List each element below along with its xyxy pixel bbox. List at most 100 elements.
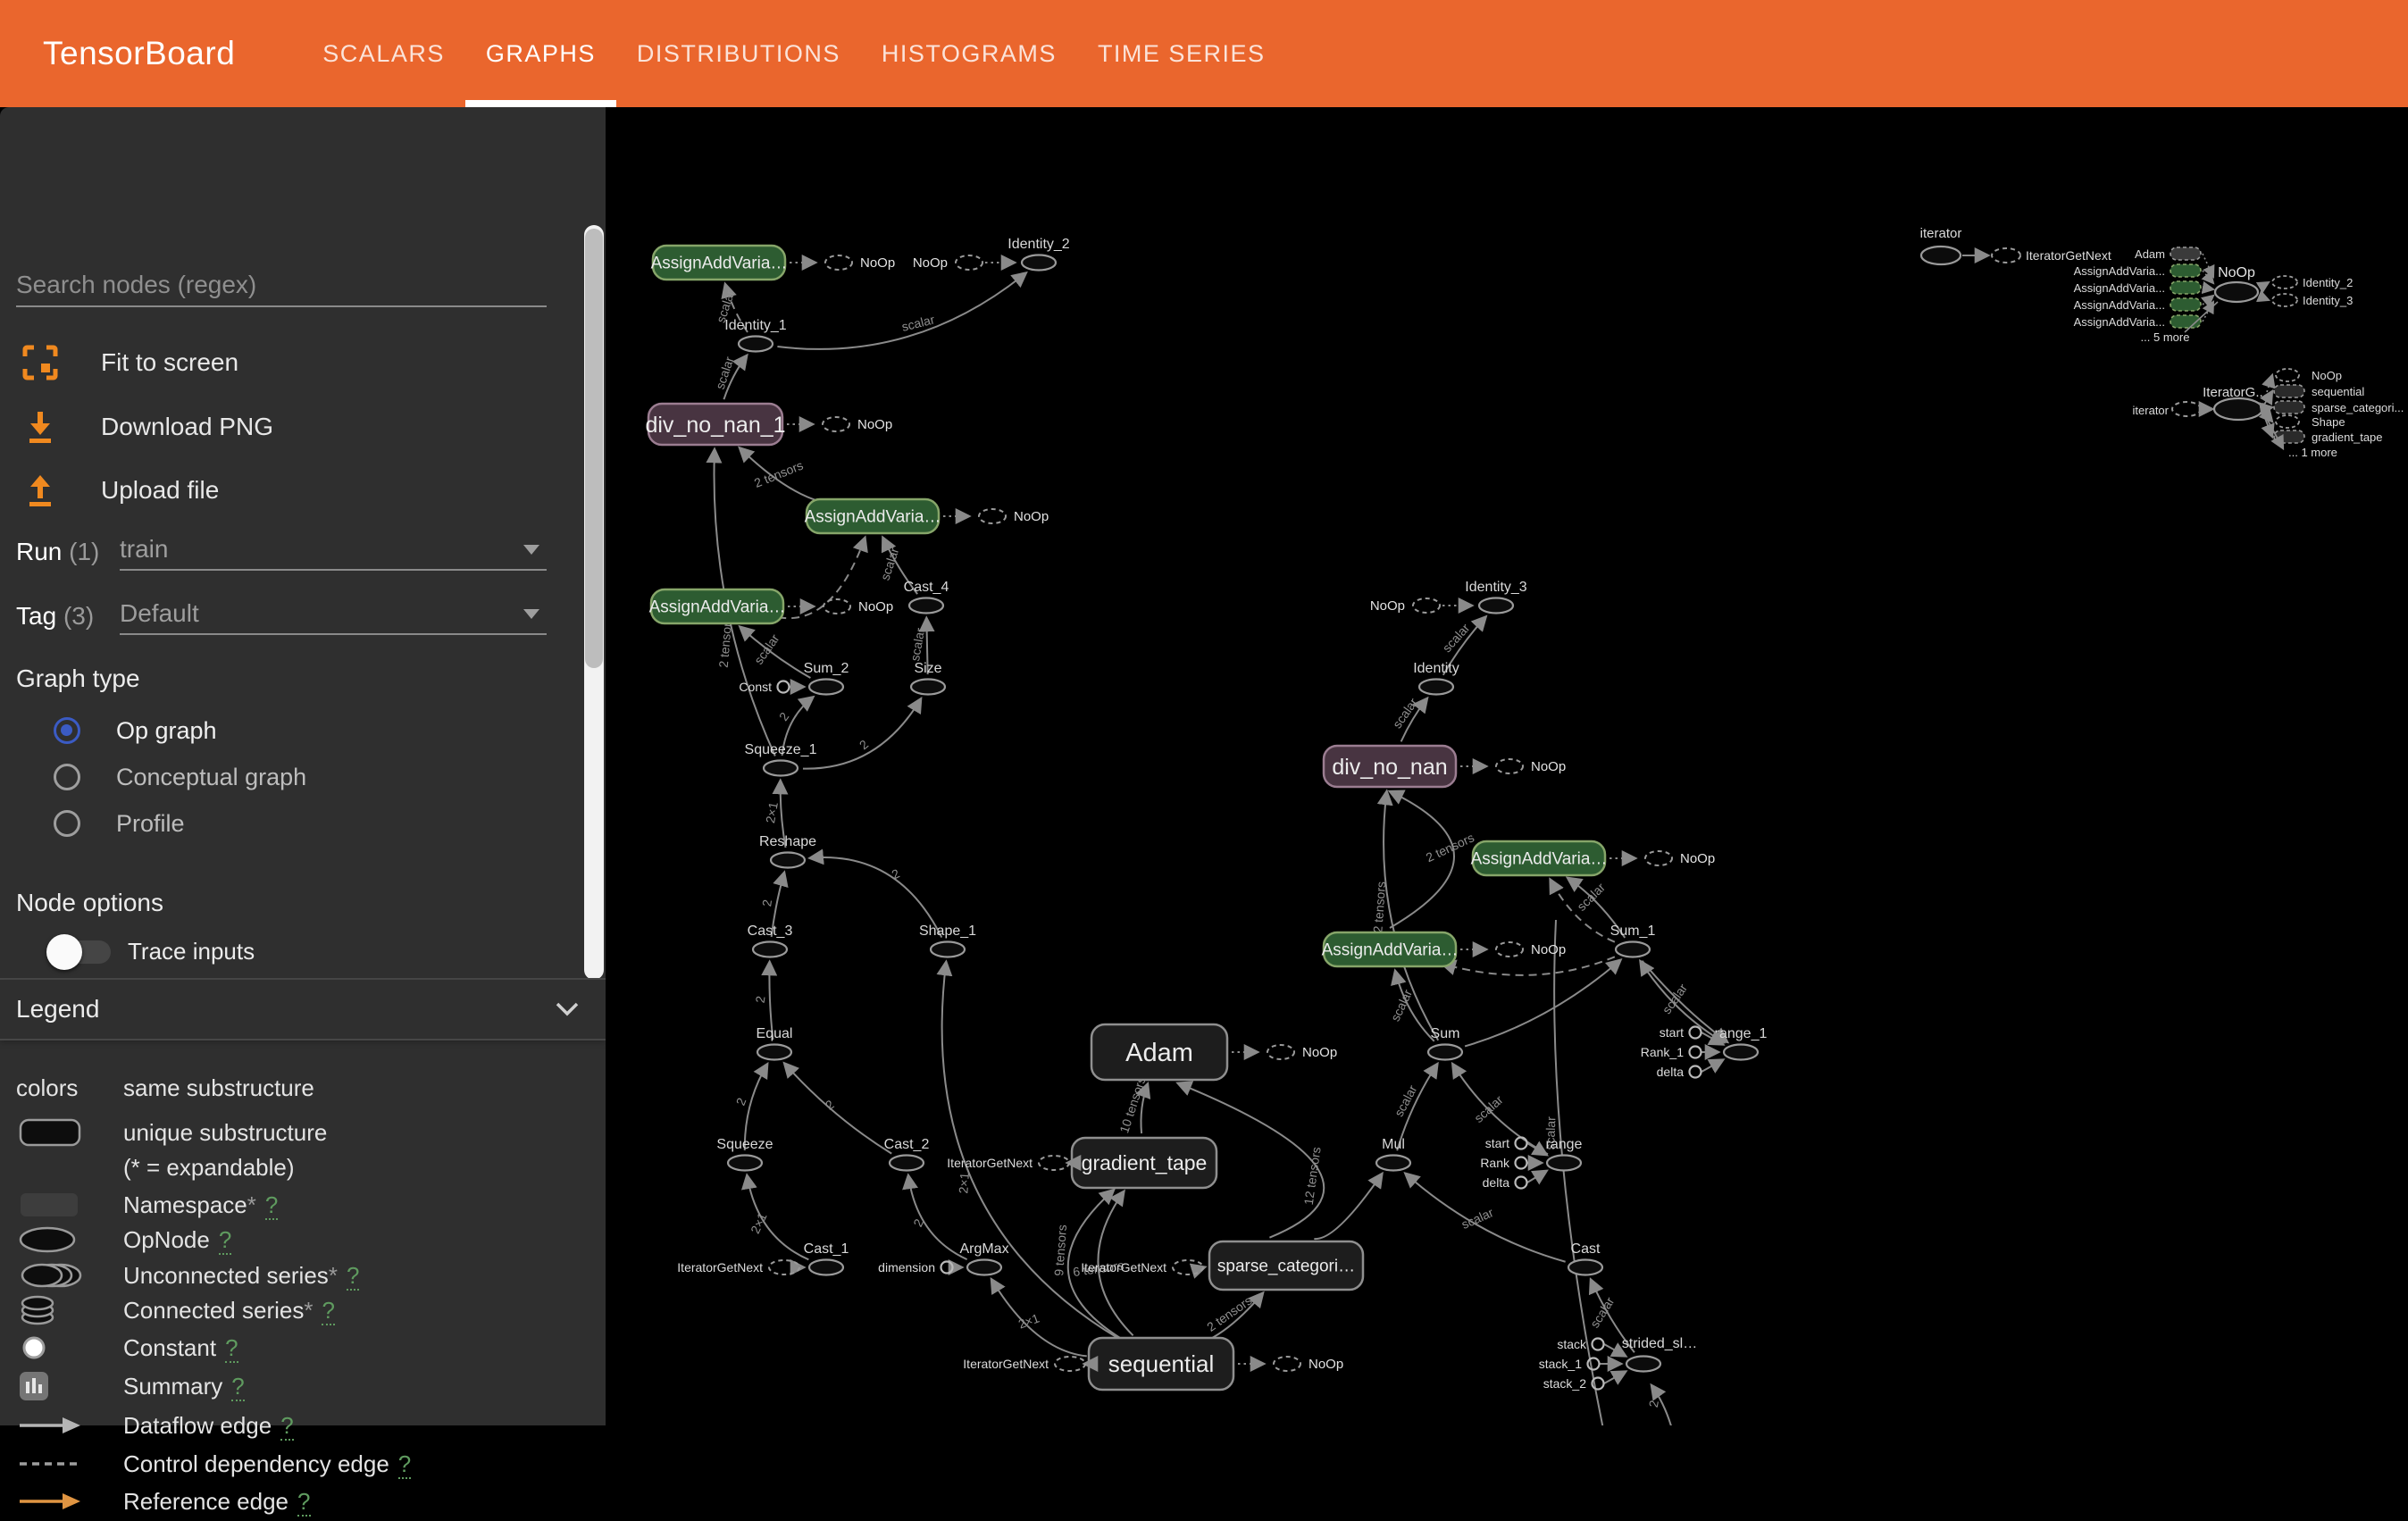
graph-node-Identity[interactable]: Identity <box>1413 661 1459 695</box>
noop-link: NoOp <box>1460 759 1566 774</box>
radio-conceptual-graph[interactable]: Conceptual graph <box>0 756 500 798</box>
svg-text:Cast_2: Cast_2 <box>884 1137 930 1152</box>
graph-node-strided_sl[interactable]: strided_sl… <box>1622 1336 1697 1372</box>
graph-node-Cast_4[interactable]: Cast_4 <box>904 580 949 614</box>
graph-edge <box>777 273 1025 349</box>
svg-text:NoOp: NoOp <box>1531 942 1566 957</box>
svg-text:Mul: Mul <box>1382 1137 1405 1152</box>
graph-node-ArgMax[interactable]: ArgMax <box>959 1241 1008 1275</box>
graph-node-div_no_nan[interactable]: div_no_nan <box>1324 746 1456 787</box>
graph-node-Cast_3[interactable]: Cast_3 <box>748 923 793 957</box>
svg-text:stack: stack <box>1557 1337 1587 1351</box>
port-delta[interactable]: delta <box>1483 1171 1547 1190</box>
legend-item-namespace: Namespace*? <box>0 1186 606 1224</box>
graph-node-Squeeze_1[interactable]: Squeeze_1 <box>745 742 817 776</box>
download-icon <box>21 408 59 446</box>
graph-node-Mul[interactable]: Mul <box>1376 1137 1410 1171</box>
svg-text:AssignAddVaria…: AssignAddVaria… <box>649 598 786 617</box>
graph-node-div_no_nan_1[interactable]: div_no_nan_1 <box>645 404 785 445</box>
download-png-button[interactable]: Download PNG <box>0 402 554 452</box>
help-icon[interactable]: ? <box>322 1297 334 1325</box>
graph-node-AssignAddVaria[interactable]: AssignAddVaria… <box>1322 932 1459 966</box>
port-stack[interactable]: stack <box>1557 1337 1626 1356</box>
radio-profile[interactable]: Profile <box>0 802 500 845</box>
legend-header[interactable]: Legend <box>0 980 606 1039</box>
graph-node-range_1[interactable]: range_1 <box>1715 1026 1768 1060</box>
graph-node-Identity_1[interactable]: Identity_1 <box>724 318 786 352</box>
port-const[interactable]: Const <box>739 680 804 694</box>
run-select[interactable]: train <box>120 530 547 571</box>
graph-node-AssignAddVaria[interactable]: AssignAddVaria… <box>649 589 786 623</box>
port-rank[interactable]: Rank <box>1480 1156 1542 1170</box>
legend-item-reference-edge: Reference edge? <box>0 1483 606 1520</box>
port-stack_2[interactable]: stack_2 <box>1543 1372 1626 1391</box>
svg-text:Cast: Cast <box>1571 1241 1601 1257</box>
graph-node-Sum[interactable]: Sum <box>1428 1026 1462 1060</box>
trace-inputs-toggle[interactable] <box>52 940 111 964</box>
port-stack_1[interactable]: stack_1 <box>1539 1357 1621 1371</box>
graph-node-gradient_tape[interactable]: gradient_tape <box>1072 1138 1217 1188</box>
noop-link: NoOp <box>1238 1357 1343 1372</box>
help-icon[interactable]: ? <box>225 1334 238 1363</box>
graph-node-Squeeze[interactable]: Squeeze <box>716 1137 773 1171</box>
help-icon[interactable]: ? <box>398 1450 411 1479</box>
svg-text:Sum: Sum <box>1431 1026 1460 1041</box>
help-icon[interactable]: ? <box>297 1488 310 1517</box>
tab-histograms[interactable]: HISTOGRAMS <box>861 0 1077 107</box>
tag-select[interactable]: Default <box>120 594 547 635</box>
graph-node-Reshape[interactable]: Reshape <box>759 834 816 868</box>
graph-node-Adam[interactable]: Adam <box>1091 1024 1227 1080</box>
port-rank_1[interactable]: Rank_1 <box>1641 1045 1718 1059</box>
svg-text:AssignAddVaria...: AssignAddVaria... <box>2074 264 2165 278</box>
graph-edge <box>1390 791 1454 928</box>
port-dimension[interactable]: dimension <box>878 1260 962 1274</box>
port-iteratorgetnext[interactable]: IteratorGetNext <box>677 1260 804 1274</box>
edge-label: 2 <box>823 1097 837 1113</box>
help-icon[interactable]: ? <box>347 1262 359 1291</box>
search-input[interactable] <box>16 264 547 307</box>
svg-text:range: range <box>1546 1137 1583 1152</box>
graph-node-Sum_1[interactable]: Sum_1 <box>1610 923 1656 957</box>
port-iteratorgetnext[interactable]: IteratorGetNext <box>947 1156 1070 1170</box>
legend-ellipse-icon <box>18 1224 86 1255</box>
sidebar-scrollbar[interactable] <box>584 225 604 980</box>
tab-time-series[interactable]: TIME SERIES <box>1077 0 1286 107</box>
graph-node-Shape_1[interactable]: Shape_1 <box>919 923 976 957</box>
graph-node-Identity_3[interactable]: Identity_3 <box>1465 580 1526 614</box>
tab-distributions[interactable]: DISTRIBUTIONS <box>616 0 861 107</box>
help-icon[interactable]: ? <box>231 1373 244 1401</box>
noop-link: NoOp <box>943 509 1049 524</box>
graph-node-AssignAddVaria[interactable]: AssignAddVaria… <box>651 246 788 280</box>
graph-node-sequential[interactable]: sequential <box>1089 1338 1233 1390</box>
help-icon[interactable]: ? <box>280 1412 293 1441</box>
port-start[interactable]: start <box>1485 1136 1547 1155</box>
radio-icon <box>54 717 80 744</box>
legend-series-h-icon <box>18 1260 86 1291</box>
help-icon[interactable]: ? <box>265 1191 278 1220</box>
port-iteratorgetnext[interactable]: IteratorGetNext <box>1081 1260 1205 1274</box>
graph-node-AssignAddVaria[interactable]: AssignAddVaria… <box>805 499 941 533</box>
graph-node-sparse_categori[interactable]: sparse_categori… <box>1209 1241 1363 1290</box>
svg-text:Identity_2: Identity_2 <box>1008 237 1069 252</box>
edge-label: scalar <box>900 312 936 334</box>
graph-node-Equal[interactable]: Equal <box>757 1026 793 1060</box>
graph-node-Identity_2[interactable]: Identity_2 <box>1008 237 1069 271</box>
graph-node-Cast_1[interactable]: Cast_1 <box>804 1241 849 1275</box>
tab-graphs[interactable]: GRAPHS <box>465 0 616 107</box>
graph-node-AssignAddVaria[interactable]: AssignAddVaria… <box>1471 841 1608 875</box>
tab-scalars[interactable]: SCALARS <box>302 0 465 107</box>
upload-file-button[interactable]: Upload file <box>0 465 554 515</box>
radio-op-graph[interactable]: Op graph <box>0 709 500 752</box>
fit-to-screen-button[interactable]: Fit to screen <box>0 338 554 388</box>
svg-text:AssignAddVaria…: AssignAddVaria… <box>805 508 941 527</box>
tag-label: Tag (3) <box>16 602 94 631</box>
aux-cluster-iteratorgetnext: iteratorIteratorG...NoOpsequentialsparse… <box>2133 369 2404 459</box>
graph-node-Size[interactable]: Size <box>911 661 945 695</box>
scrollbar-thumb[interactable] <box>585 229 603 668</box>
port-iteratorgetnext[interactable]: IteratorGetNext <box>963 1357 1086 1371</box>
help-icon[interactable]: ? <box>219 1226 231 1255</box>
trace-inputs-row: Trace inputs <box>0 928 536 974</box>
graph-node-range[interactable]: range <box>1546 1137 1583 1171</box>
port-delta[interactable]: delta <box>1657 1060 1724 1079</box>
